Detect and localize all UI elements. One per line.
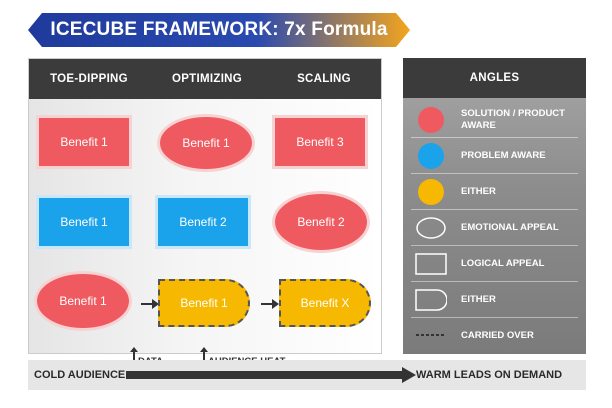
legend-item: EITHER [403,282,586,318]
benefit-node: Benefit 3 [272,115,368,169]
ellipse-outline-icon [416,217,446,239]
legend-item: SOLUTION / PRODUCT AWARE [403,102,586,138]
benefit-node: Benefit 1 [36,115,132,169]
title-banner: ICECUBE FRAMEWORK: 7x Formula [28,13,410,47]
angles-header: ANGLES [403,58,586,98]
data-marker [130,347,138,367]
audience-heat-marker [200,347,208,367]
legend-label: PROBLEM AWARE [461,150,546,161]
column-header-scaling: SCALING [297,73,351,85]
title-banner-shape [28,13,410,47]
blue-circle-icon [418,143,444,169]
legend-label: LOGICAL APPEAL [461,258,545,269]
benefit-node-carried-over: Benefit 1 [158,279,250,327]
legend-label: CARRIED OVER [461,330,534,341]
audience-progress-arrow [126,367,416,383]
red-circle-icon [418,107,444,133]
benefit-node: Benefit 1 [36,195,132,249]
benefit-node: Benefit 1 [34,271,132,331]
benefit-node: Benefit 2 [272,191,370,253]
benefit-node-carried-over: Benefit X [279,279,371,327]
legend-item: EITHER [403,174,586,210]
panel-header: TOE-DIPPING OPTIMIZING SCALING [29,59,381,99]
flow-arrow [141,298,159,310]
legend-label: SOLUTION / PRODUCT AWARE [461,108,565,131]
legend-label: EITHER [461,186,496,197]
warm-leads-label: WARM LEADS ON DEMAND [416,369,563,381]
column-header-optimizing: OPTIMIZING [171,73,243,85]
benefit-node: Benefit 1 [157,114,255,172]
legend-label: EITHER [461,294,496,305]
cold-audience-label: COLD AUDIENCE [34,369,126,381]
yellow-circle-icon [418,179,444,205]
legend-item: PROBLEM AWARE [403,138,586,174]
legend-label: EMOTIONAL APPEAL [461,222,559,233]
legend-item: LOGICAL APPEAL [403,246,586,282]
rectangle-outline-icon [415,253,447,275]
dashed-line-icon [416,334,446,336]
framework-panel: TOE-DIPPING OPTIMIZING SCALING Benefit 1… [28,58,382,354]
benefit-node: Benefit 2 [155,195,251,249]
angles-legend: ANGLES SOLUTION / PRODUCT AWARE PROBLEM … [403,58,586,354]
legend-item: CARRIED OVER [403,318,586,354]
page-title: ICECUBE FRAMEWORK: 7x Formula [50,19,388,40]
legend-item: EMOTIONAL APPEAL [403,210,586,246]
pill-outline-icon [415,289,447,311]
flow-arrow [261,298,279,310]
audience-axis-bar: COLD AUDIENCE WARM LEADS ON DEMAND [28,360,586,390]
column-header-toe-dipping: TOE-DIPPING [50,73,128,85]
